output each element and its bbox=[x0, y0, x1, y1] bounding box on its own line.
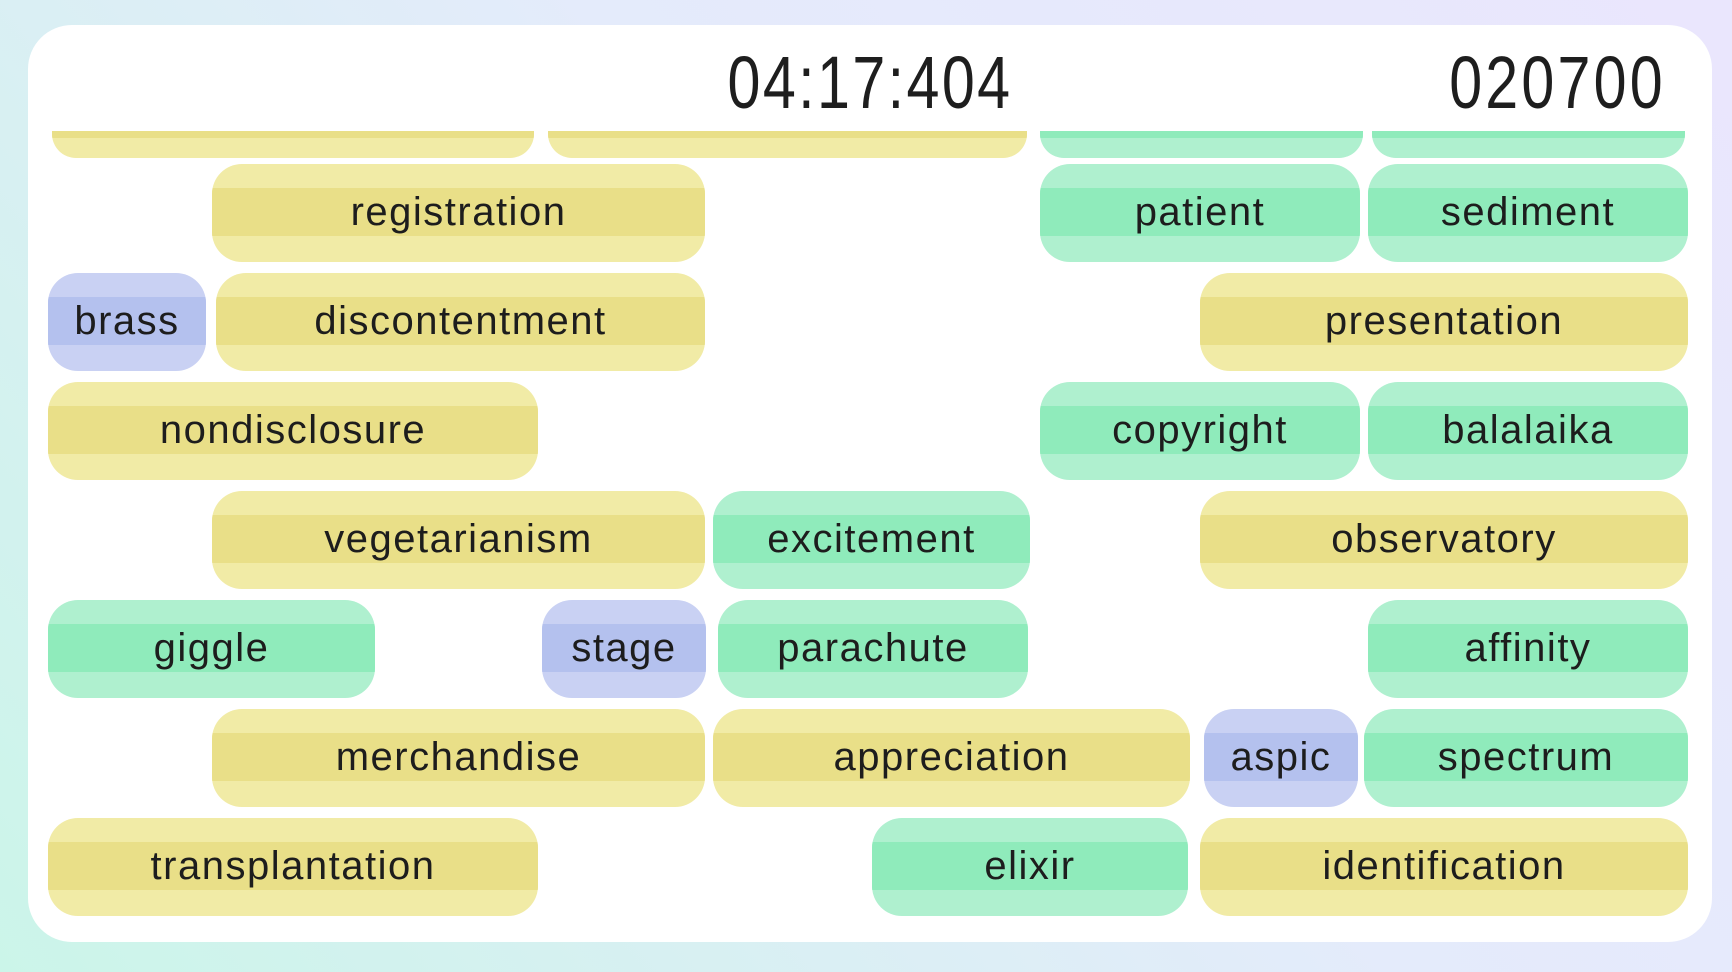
partial-word-pill bbox=[1372, 131, 1685, 158]
pill-stripe bbox=[1364, 733, 1688, 781]
pill-stripe bbox=[1200, 297, 1688, 345]
pill-word: observatory bbox=[1331, 516, 1557, 561]
word-pill-presentation: presentation bbox=[1200, 273, 1688, 371]
pill-word: identification bbox=[1322, 843, 1566, 888]
pill-word: affinity bbox=[1464, 625, 1592, 670]
pill-stripe bbox=[212, 515, 705, 563]
pill-word: appreciation bbox=[833, 734, 1070, 779]
word-pill-observatory: observatory bbox=[1200, 491, 1688, 589]
pill-word: vegetarianism bbox=[324, 516, 593, 561]
pill-word: spectrum bbox=[1437, 734, 1615, 779]
pill-stripe bbox=[713, 733, 1190, 781]
pill-stripe bbox=[212, 188, 705, 236]
pill-stripe bbox=[1040, 131, 1363, 138]
word-pill-balalaika: balalaika bbox=[1368, 382, 1688, 480]
pill-word: discontentment bbox=[314, 298, 607, 343]
word-pill-vegetarianism: vegetarianism bbox=[212, 491, 705, 589]
word-pill-excitement: excitement bbox=[713, 491, 1030, 589]
pill-stripe bbox=[212, 733, 705, 781]
partial-word-pill bbox=[52, 131, 534, 158]
pill-word: presentation bbox=[1324, 298, 1564, 343]
pill-word: registration bbox=[350, 189, 567, 234]
word-pill-merchandise: merchandise bbox=[212, 709, 705, 807]
pill-stripe bbox=[48, 406, 538, 454]
pill-word: aspic bbox=[1230, 734, 1332, 779]
word-pill-stage: stage bbox=[542, 600, 706, 698]
pill-word: sediment bbox=[1440, 189, 1616, 234]
pill-stripe bbox=[1200, 842, 1688, 890]
pill-word: transplantation bbox=[150, 843, 436, 888]
pill-word: parachute bbox=[777, 625, 969, 670]
pill-word: giggle bbox=[153, 625, 270, 670]
pill-stripe bbox=[1368, 406, 1688, 454]
partial-word-pill bbox=[1040, 131, 1363, 158]
word-pill-spectrum: spectrum bbox=[1364, 709, 1688, 807]
pill-stripe bbox=[52, 131, 534, 138]
pill-stripe bbox=[1200, 515, 1688, 563]
pill-stripe bbox=[1368, 188, 1688, 236]
word-pill-giggle: giggle bbox=[48, 600, 375, 698]
pill-stripe bbox=[713, 515, 1030, 563]
pill-stripe bbox=[1040, 406, 1360, 454]
word-pill-nondisclosure: nondisclosure bbox=[48, 382, 538, 480]
pill-stripe bbox=[216, 297, 705, 345]
pill-stripe bbox=[48, 624, 375, 672]
word-pill-appreciation: appreciation bbox=[713, 709, 1190, 807]
pill-stripe bbox=[48, 842, 538, 890]
word-pill-registration: registration bbox=[212, 164, 705, 262]
pill-stripe bbox=[548, 131, 1027, 138]
partial-word-pill bbox=[548, 131, 1027, 158]
word-pill-aspic: aspic bbox=[1204, 709, 1358, 807]
pill-word: nondisclosure bbox=[159, 407, 427, 452]
pill-word: elixir bbox=[984, 843, 1076, 888]
pill-word: balalaika bbox=[1442, 407, 1614, 452]
word-pill-identification: identification bbox=[1200, 818, 1688, 916]
pill-stripe bbox=[1204, 733, 1358, 781]
word-pill-copyright: copyright bbox=[1040, 382, 1360, 480]
word-pill-patient: patient bbox=[1040, 164, 1360, 262]
word-pill-parachute: parachute bbox=[718, 600, 1028, 698]
pill-word: patient bbox=[1134, 189, 1266, 234]
word-pill-brass: brass bbox=[48, 273, 206, 371]
pill-stripe bbox=[542, 624, 706, 672]
pill-word: merchandise bbox=[335, 734, 582, 779]
word-pill-elixir: elixir bbox=[872, 818, 1188, 916]
word-pill-transplantation: transplantation bbox=[48, 818, 538, 916]
pill-word: excitement bbox=[767, 516, 976, 561]
word-pill-sediment: sediment bbox=[1368, 164, 1688, 262]
pill-stripe bbox=[1372, 131, 1685, 138]
pill-word: copyright bbox=[1112, 407, 1288, 452]
word-pill-discontentment: discontentment bbox=[216, 273, 705, 371]
pill-stripe bbox=[48, 297, 206, 345]
pill-stripe bbox=[1368, 624, 1688, 672]
pill-word: brass bbox=[74, 298, 180, 343]
pill-stripe bbox=[872, 842, 1188, 890]
pill-stripe bbox=[718, 624, 1028, 672]
word-pill-affinity: affinity bbox=[1368, 600, 1688, 698]
pill-word: stage bbox=[571, 625, 677, 670]
pill-stripe bbox=[1040, 188, 1360, 236]
